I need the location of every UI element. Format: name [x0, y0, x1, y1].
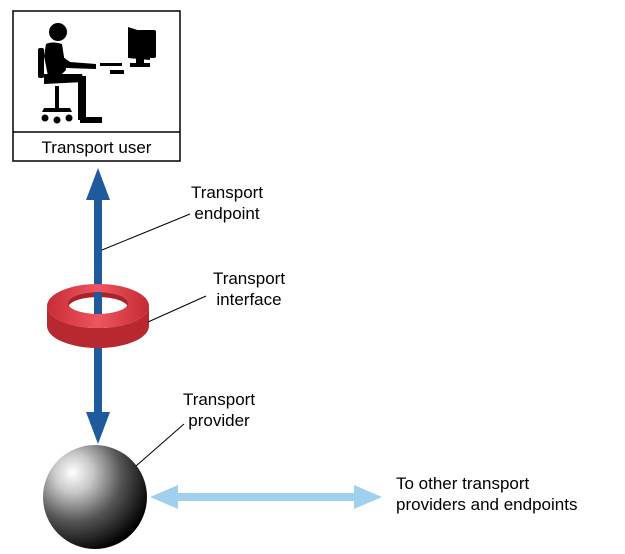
transport-interface-label-line1: Transport — [212, 269, 286, 288]
interface-leader-line — [147, 295, 207, 323]
person-at-computer-icon — [38, 23, 156, 124]
transport-user-label: Transport user — [41, 138, 152, 157]
transport-interface-label: Transport interface — [194, 268, 304, 310]
transport-provider-label: Transport provider — [164, 389, 274, 431]
sphere-icon — [43, 445, 147, 549]
transport-provider-label-line1: Transport — [182, 390, 256, 409]
transport-endpoint-label-line1: Transport — [190, 183, 264, 202]
transport-endpoint-label: Transport endpoint — [172, 182, 282, 224]
other-providers-label: To other transport providers and endpoin… — [396, 473, 577, 515]
transport-interface-label-line2: interface — [216, 290, 282, 309]
provider-leader-line — [135, 423, 185, 467]
endpoint-arrow-through-ring — [94, 292, 102, 314]
transport-provider-label-line2: provider — [188, 411, 250, 430]
other-providers-label-line2: providers and endpoints — [396, 495, 578, 514]
other-providers-arrow — [150, 485, 382, 509]
transport-endpoint-label-line2: endpoint — [194, 204, 260, 223]
other-providers-label-line1: To other transport — [396, 474, 530, 493]
endpoint-leader-line — [101, 213, 191, 251]
